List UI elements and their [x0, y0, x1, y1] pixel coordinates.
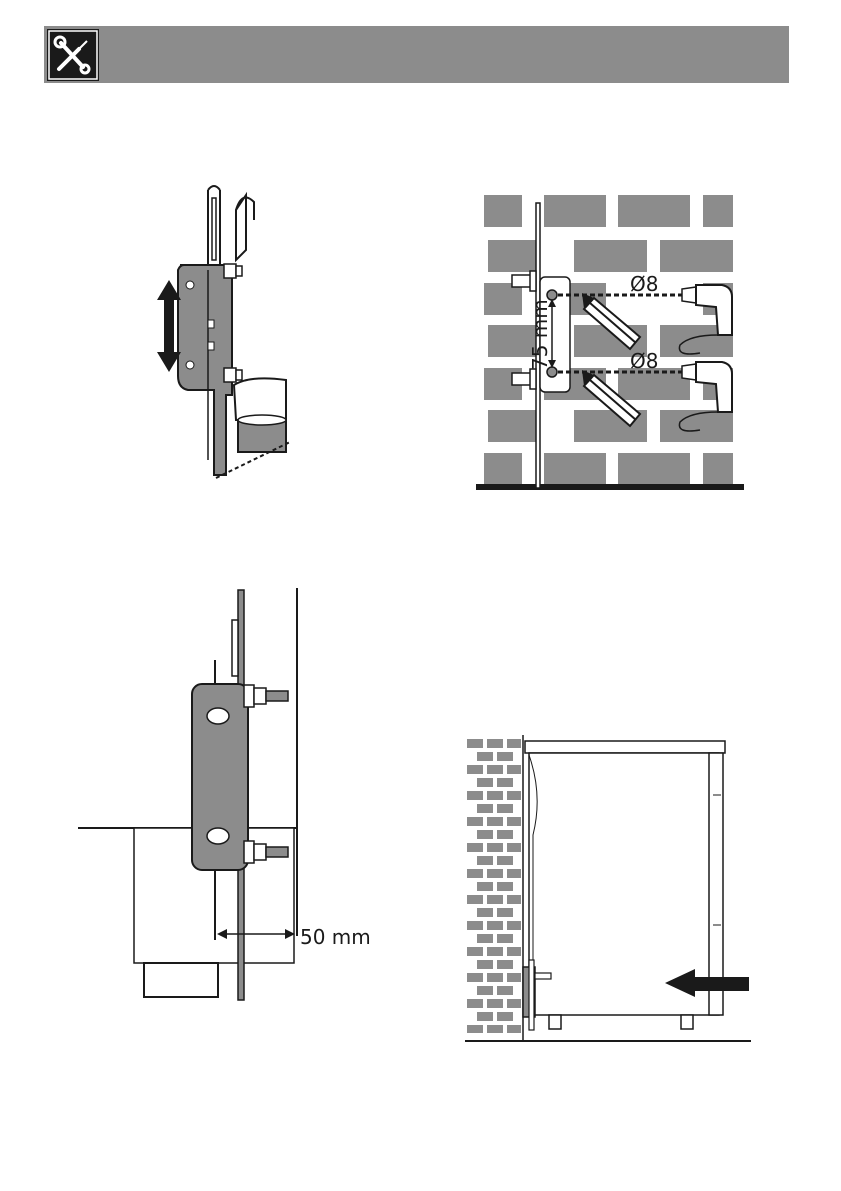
hole-spacing-label: 75 mm — [528, 299, 552, 370]
figure-bracket-adjust — [150, 180, 310, 485]
bracket-distance-label: 50 mm — [300, 925, 371, 949]
figure-wall-drilling: Ø8 Ø8 75 mm — [470, 185, 750, 495]
hole-diameter-bottom-label: Ø8 — [630, 349, 658, 373]
figure-bracket-distance: 50 mm — [78, 588, 378, 1008]
drill-icon — [679, 285, 732, 431]
header-bar — [44, 26, 789, 83]
tools-icon — [47, 29, 99, 81]
hole-diameter-top-label: Ø8 — [630, 272, 658, 296]
figure-appliance-push — [463, 735, 753, 1047]
double-arrow-vertical-icon — [157, 280, 181, 372]
